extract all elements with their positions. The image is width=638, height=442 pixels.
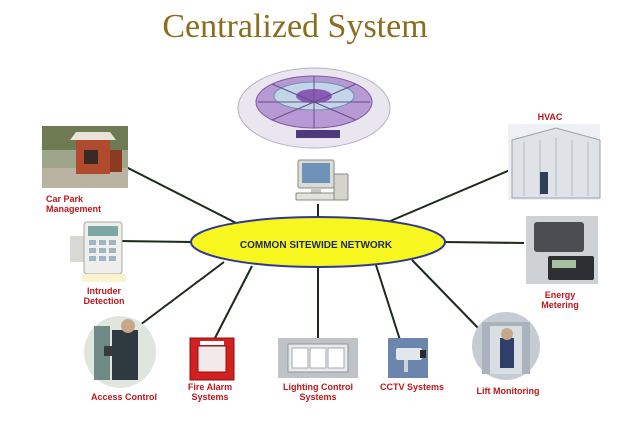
link-lift [411, 259, 481, 331]
hub-ellipse [190, 216, 446, 268]
label-access: Access Control [90, 392, 158, 402]
link-hvac [387, 169, 511, 223]
link-car-park [121, 164, 243, 227]
label-cctv: CCTV Systems [379, 382, 445, 392]
label-car-park: Car Park Management [46, 194, 101, 214]
fire-call-point-photo [189, 337, 235, 381]
label-lift: Lift Monitoring [476, 386, 540, 396]
link-intruder [121, 240, 193, 243]
hub-label: COMMON SITEWIDE NETWORK [239, 240, 393, 251]
computer-workstation-icon [295, 159, 349, 201]
label-lighting-text: Lighting Control Systems [283, 382, 353, 402]
label-lighting: Lighting Control Systems [276, 382, 360, 402]
label-intruder-text: Intruder Detection [83, 286, 125, 306]
light-fitting-photo [278, 338, 358, 378]
information-management-wheel [236, 64, 394, 170]
link-access [139, 261, 225, 326]
hvac-unit-photo [508, 124, 601, 200]
page-title: Centralized System [162, 8, 428, 45]
label-fire-text: Fire Alarm Systems [187, 382, 233, 402]
keypad-photo [70, 221, 126, 282]
label-fire: Fire Alarm Systems [180, 382, 240, 402]
label-intruder: Intruder Detection [78, 286, 130, 306]
meter-photo [526, 216, 598, 284]
car-park-photo [42, 126, 128, 188]
label-car-park-text: Car Park Management [46, 194, 102, 214]
cctv-camera-photo [388, 338, 428, 378]
label-energy-text: Energy Metering [541, 290, 579, 310]
access-door-photo [84, 316, 156, 388]
lift-photo [472, 312, 540, 380]
label-energy: Energy Metering [534, 290, 586, 310]
link-fire [214, 265, 253, 339]
link-energy [443, 241, 525, 244]
link-cctv [375, 264, 401, 341]
label-hvac: HVAC [537, 112, 563, 122]
connections [121, 164, 525, 341]
